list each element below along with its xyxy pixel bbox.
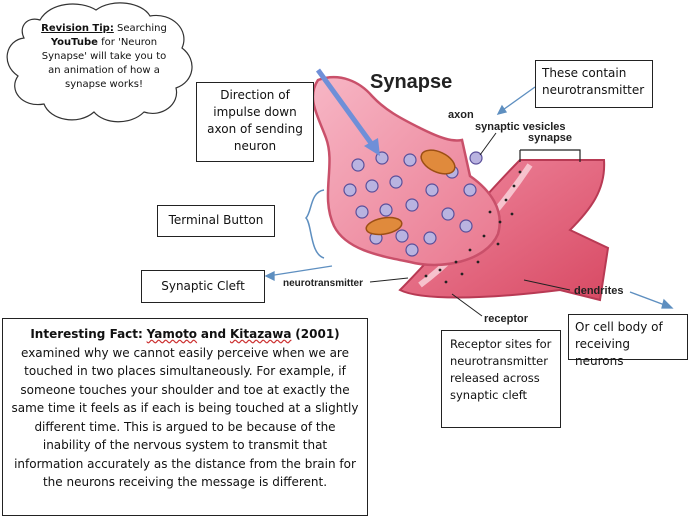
vesicle <box>355 205 369 219</box>
synaptic-cleft-callout: Synaptic Cleft <box>141 270 265 303</box>
synaptic-vesicles-label: synaptic vesicles <box>475 121 566 133</box>
revision-tip-cloud <box>6 2 193 123</box>
year-text: (2001) <box>295 327 340 341</box>
vesicles-pointer <box>499 86 536 113</box>
vesicle <box>405 243 419 257</box>
terminal-button-brace <box>304 189 325 259</box>
vesicle <box>379 203 393 217</box>
interesting-fact-box: Interesting Fact: Yamoto and Kitazawa (2… <box>2 318 368 516</box>
axon-label: axon <box>448 109 474 121</box>
mitochondria <box>365 149 456 236</box>
synaptic-cleft-text: Synaptic Cleft <box>161 279 245 293</box>
cell-body-text: Or cell body of receiving neurons <box>575 320 663 368</box>
terminal-button-text: Terminal Button <box>168 213 264 227</box>
terminal-button-callout: Terminal Button <box>157 205 275 237</box>
youtube-text: YouTube <box>50 37 98 48</box>
impulse-direction-arrow <box>315 68 379 152</box>
neurotransmitter-label: neurotransmitter <box>283 278 363 289</box>
author-1: Yamoto <box>146 327 198 341</box>
receptor-sites-callout: Receptor sites for neurotransmitter rele… <box>441 330 561 428</box>
mitochondrion <box>365 216 403 236</box>
vesicle <box>441 207 455 221</box>
interesting-fact-body: examined why we cannot easily perceive w… <box>11 345 359 490</box>
author-2: Kitazawa <box>229 327 292 341</box>
cell-body-callout: Or cell body of receiving neurons <box>568 314 688 368</box>
vesicle <box>395 229 409 243</box>
cleft-pointer <box>267 265 333 277</box>
vesicle <box>459 219 473 233</box>
vesicle <box>351 158 365 172</box>
vesicle <box>405 198 419 212</box>
synaptic-vesicles <box>343 151 483 257</box>
interesting-fact-label: Interesting Fact: <box>30 327 143 341</box>
vesicles-text: These contain neurotransmitter <box>542 66 645 97</box>
vesicle <box>365 179 379 193</box>
mitochondrion <box>420 149 456 175</box>
vesicles-callout: These contain neurotransmitter <box>535 60 653 108</box>
dendrites-label: dendrites <box>574 285 624 297</box>
vesicle <box>463 183 477 197</box>
vesicle <box>469 151 483 165</box>
revision-tip-text-2: for 'Neuron Synapse' will take you to an… <box>41 37 167 90</box>
direction-callout: Direction of impulse down axon of sendin… <box>196 82 314 162</box>
revision-tip-text: Revision Tip: Searching YouTube for 'Neu… <box>36 22 172 92</box>
revision-tip-text-1: Searching <box>117 23 167 34</box>
receptor-sites-text: Receptor sites for neurotransmitter rele… <box>450 337 552 402</box>
synapse-label: synapse <box>528 132 572 144</box>
direction-text: Direction of impulse down axon of sendin… <box>207 88 303 153</box>
receptor-label: receptor <box>484 313 529 325</box>
vesicle <box>389 175 403 189</box>
vesicle <box>403 153 417 167</box>
and-text: and <box>200 327 227 341</box>
vesicle <box>425 183 439 197</box>
interesting-fact-heading: Interesting Fact: Yamoto and Kitazawa (2… <box>11 325 359 344</box>
vesicle <box>423 231 437 245</box>
diagram-title: Synapse <box>370 71 452 93</box>
vesicle <box>343 183 357 197</box>
revision-tip-label: Revision Tip: <box>41 23 114 34</box>
neurotransmitter-dots <box>424 170 522 284</box>
